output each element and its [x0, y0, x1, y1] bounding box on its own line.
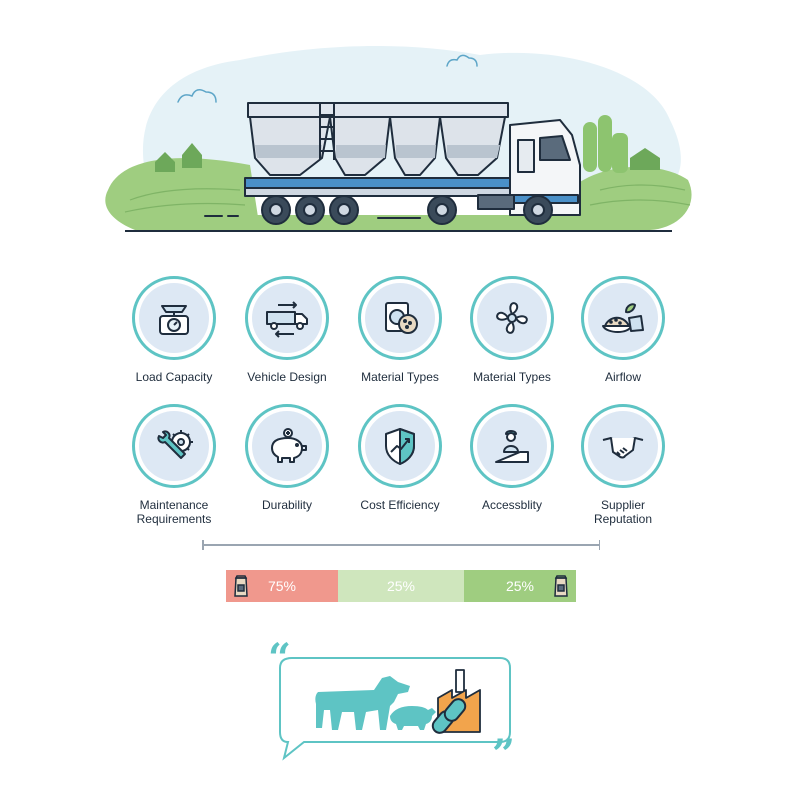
trailer [244, 102, 514, 197]
feature-label: Load Capacity [135, 370, 213, 384]
feature-label: Cost Efficiency [360, 498, 440, 512]
barn-icon [155, 143, 202, 172]
chain-link-icon [431, 698, 467, 734]
section-divider [202, 540, 600, 550]
grain-pile-icon [602, 303, 644, 333]
share-segment-0: 75% [226, 570, 338, 602]
close-quote-icon: ” [492, 731, 515, 770]
feature-label: Accessblity [481, 498, 543, 512]
right-hill [560, 166, 692, 230]
feed-bag-icon [234, 575, 248, 597]
feature-cost-efficiency: Cost Efficiency [338, 404, 462, 512]
feature-load-capacity: Load Capacity [112, 276, 236, 384]
feature-label: Supplier Reputation [593, 498, 653, 526]
share-segment-label: 25% [386, 578, 416, 594]
pig-icon [390, 706, 436, 730]
piggy-bank-icon [271, 428, 307, 463]
feature-label: Material Types [361, 370, 439, 384]
handshake-icon [602, 437, 644, 459]
feature-supplier-reputation: Supplier Reputation [561, 404, 685, 526]
feature-label: Maintenance Requirements [136, 498, 212, 526]
feature-material-types-2: Material Types [450, 276, 574, 384]
livestock-quote-illustration: “ ” [268, 640, 515, 770]
scale-icon [159, 305, 189, 335]
feed-bag-icon [385, 302, 418, 334]
open-quote-icon: “ [268, 640, 291, 682]
shield-chart-icon [385, 428, 415, 465]
feature-airflow: Airflow [561, 276, 685, 384]
worker-ramp-icon [495, 430, 529, 463]
truck-icon [266, 301, 308, 338]
feature-label: Vehicle Design [247, 370, 327, 384]
feature-label: Airflow [604, 370, 641, 384]
share-segment-2: 25% [464, 570, 576, 602]
truck-wheels [261, 195, 553, 225]
feature-vehicle-design: Vehicle Design [225, 276, 349, 384]
cow-icon [315, 676, 410, 730]
bulk-feed-truck-illustration [105, 45, 692, 232]
cloud-icon [177, 54, 478, 103]
share-segment-1: 25% [338, 570, 464, 602]
feed-bag-icon [554, 575, 568, 597]
share-segment-label: 75% [267, 578, 297, 594]
fan-icon [496, 302, 528, 334]
silo-icon [583, 115, 628, 173]
share-bar: 75% 25% 25% [226, 570, 576, 602]
feature-maintenance-requirements: Maintenance Requirements [112, 404, 236, 526]
left-hill [105, 158, 260, 230]
share-segment-label: 25% [505, 578, 535, 594]
wrench-gear-icon [157, 430, 193, 459]
feature-label: Durability [261, 498, 312, 512]
feature-durability: Durability [225, 404, 349, 512]
feature-material-types: Material Types [338, 276, 462, 384]
feature-label: Material Types [473, 370, 551, 384]
speech-bubble [279, 657, 511, 761]
feature-accessibility: Accessblity [450, 404, 574, 512]
